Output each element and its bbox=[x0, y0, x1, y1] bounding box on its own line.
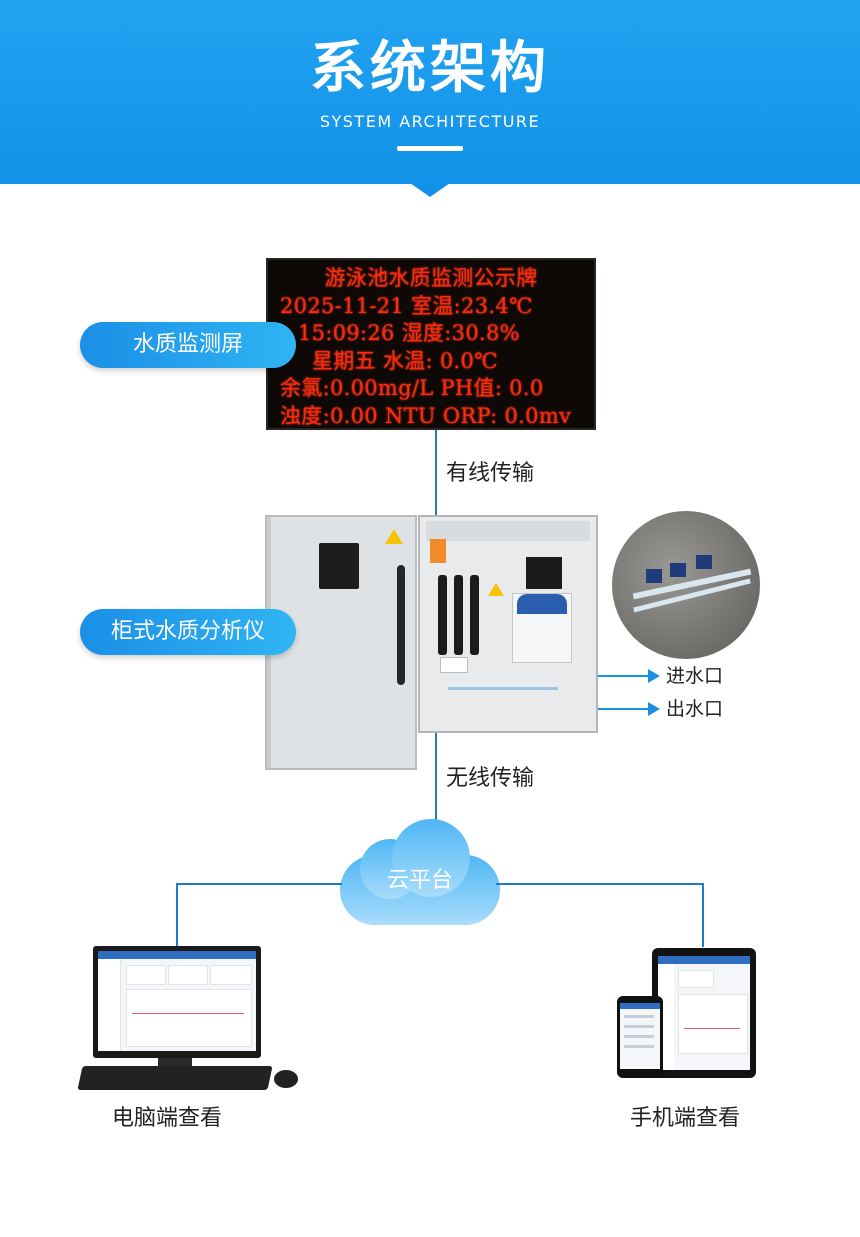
fitting-detail-photo bbox=[612, 511, 760, 659]
controller-display bbox=[319, 543, 359, 589]
outlet-line bbox=[598, 708, 648, 710]
keyboard bbox=[77, 1066, 273, 1090]
sensor-probe-2 bbox=[454, 575, 463, 655]
pc-dashboard-screen bbox=[98, 951, 256, 1051]
breaker-rail bbox=[426, 521, 590, 541]
led-line-date: 2025-11-21 室温:23.4℃ bbox=[280, 293, 533, 318]
pump-unit bbox=[526, 557, 562, 589]
header-banner bbox=[0, 0, 860, 184]
warning-icon bbox=[488, 583, 504, 596]
sensor-probe-1 bbox=[438, 575, 447, 655]
wired-label: 有线传输 bbox=[446, 461, 535, 486]
wired-connector bbox=[435, 430, 437, 515]
analyzer-label-pill: 柜式水质分析仪 bbox=[80, 609, 296, 655]
inlet-arrow-icon bbox=[648, 669, 660, 683]
led-line-title: 游泳池水质监测公示牌 bbox=[324, 266, 538, 290]
pc-view-caption: 电脑端查看 bbox=[112, 1106, 223, 1131]
tablet-device bbox=[652, 948, 756, 1078]
cable-bundle bbox=[397, 565, 405, 685]
led-line-chlorine: 余氯:0.00mg/L PH值: 0.0 bbox=[280, 376, 544, 400]
tubing bbox=[448, 687, 558, 690]
outlet-label: 出水口 bbox=[666, 698, 724, 720]
monitor-stand bbox=[158, 1058, 192, 1068]
cabinet-body bbox=[418, 515, 598, 733]
cloud-platform bbox=[340, 815, 500, 925]
mouse bbox=[274, 1070, 298, 1088]
warning-icon bbox=[385, 529, 403, 544]
chlorine-analyzer-module bbox=[512, 593, 572, 663]
mobile-view-caption: 手机端查看 bbox=[630, 1106, 741, 1131]
page-subtitle: SYSTEM ARCHITECTURE bbox=[319, 112, 541, 131]
inlet-label: 进水口 bbox=[666, 665, 724, 687]
desktop-monitor bbox=[93, 946, 261, 1058]
pc-branch-line bbox=[176, 883, 342, 885]
mobile-branch-drop bbox=[702, 883, 704, 947]
cloud-label: 云平台 bbox=[386, 868, 453, 893]
pc-branch-drop bbox=[176, 883, 178, 947]
breaker-switch bbox=[430, 539, 446, 563]
led-line-weekday: 星期五 水温: 0.0℃ bbox=[312, 348, 498, 373]
title-underline bbox=[397, 146, 463, 151]
outlet-arrow-icon bbox=[648, 702, 660, 716]
inlet-line bbox=[598, 675, 648, 677]
water-quality-led-screen: 游泳池水质监测公示牌 2025-11-21 室温:23.4℃ 15:09:26 … bbox=[266, 258, 596, 430]
phone-screen bbox=[620, 1003, 660, 1069]
wireless-connector bbox=[435, 733, 437, 823]
phone-device bbox=[617, 996, 663, 1078]
page-title: 系统架构 bbox=[310, 36, 550, 101]
mobile-branch-line bbox=[496, 883, 704, 885]
led-line-time: 15:09:26 湿度:30.8% bbox=[298, 321, 520, 345]
wireless-label: 无线传输 bbox=[446, 766, 535, 791]
sensor-probe-3 bbox=[470, 575, 479, 655]
led-line-turbidity: 浊度:0.00 NTU ORP: 0.0mv bbox=[280, 403, 572, 428]
label-plate bbox=[440, 657, 468, 673]
tablet-screen bbox=[658, 956, 750, 1070]
screen-label-pill: 水质监测屏 bbox=[80, 322, 296, 368]
header-pointer bbox=[410, 183, 450, 197]
